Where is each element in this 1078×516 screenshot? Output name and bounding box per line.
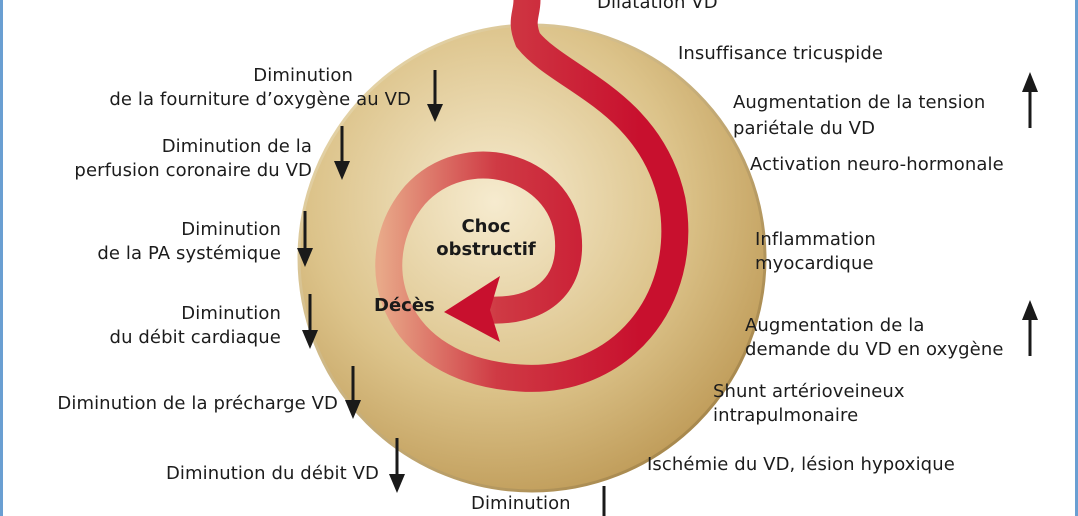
center-line-1: Choc	[461, 216, 511, 237]
label-pa-2: de la PA systémique	[97, 243, 281, 264]
label-activation: Activation neuro-hormonale	[750, 154, 1004, 175]
center-label: Choc obstructif	[430, 215, 542, 261]
arrow-down-icon	[427, 70, 443, 122]
label-precharge: Diminution de la précharge VD	[57, 393, 338, 414]
arrow-down-icon	[345, 366, 361, 419]
arrow-down-icon	[389, 438, 405, 493]
label-shunt: Shunt artérioveineux intrapulmonaire	[713, 380, 905, 428]
arrow-down-icon	[297, 211, 313, 267]
spiral-path	[375, 0, 689, 392]
label-inflammation-1: Inflammation	[755, 229, 876, 250]
label-debit-cardiaque: Diminution du débit cardiaque	[110, 302, 281, 350]
label-perfusion-1: Diminution de la	[161, 136, 312, 157]
arrow-up-icon	[1022, 72, 1038, 128]
spiral-arrowhead	[444, 276, 500, 342]
arrow-down-icon	[302, 294, 318, 349]
label-demande-1: Augmentation de la	[745, 315, 925, 336]
label-inflammation: Inflammation myocardique	[755, 228, 876, 276]
label-debit-vd: Diminution du débit VD	[165, 463, 379, 484]
label-perfusion-2: perfusion coronaire du VD	[74, 160, 312, 181]
label-demande-2: demande du VD en oxygène	[745, 339, 1004, 360]
label-pa-1: Diminution	[181, 219, 281, 240]
label-fourniture: Diminution de la fourniture d’oxygène au…	[109, 64, 411, 112]
label-tension: Augmentation de la tension pariétale du …	[733, 90, 985, 142]
label-inflammation-2: myocardique	[755, 253, 874, 274]
label-fourniture-2: de la fourniture d’oxygène au VD	[109, 89, 411, 110]
arrow-down-icon	[334, 126, 350, 180]
end-label: Décès	[374, 295, 435, 316]
label-demande: Augmentation de la demande du VD en oxyg…	[745, 314, 1004, 362]
label-debit-cardiaque-2: du débit cardiaque	[109, 327, 281, 348]
label-shunt-1: Shunt artérioveineux	[713, 381, 905, 402]
label-insuffisance: Insuffisance tricuspide	[678, 43, 884, 64]
label-perfusion: Diminution de la perfusion coronaire du …	[74, 135, 312, 183]
label-tension-1: Augmentation de la tension	[733, 92, 986, 113]
label-pa: Diminution de la PA systémique	[97, 218, 281, 266]
label-tension-2: pariétale du VD	[733, 118, 876, 139]
label-bottom: Diminution	[471, 493, 571, 514]
label-dilatation: Dilatation VD	[597, 0, 718, 13]
arrow-up-icon	[1022, 300, 1038, 356]
label-fourniture-1: Diminution	[253, 65, 353, 86]
label-ischemie: Ischémie du VD, lésion hypoxique	[647, 454, 955, 475]
center-line-2: obstructif	[436, 239, 536, 260]
label-debit-cardiaque-1: Diminution	[181, 303, 281, 324]
label-shunt-2: intrapulmonaire	[713, 405, 859, 426]
